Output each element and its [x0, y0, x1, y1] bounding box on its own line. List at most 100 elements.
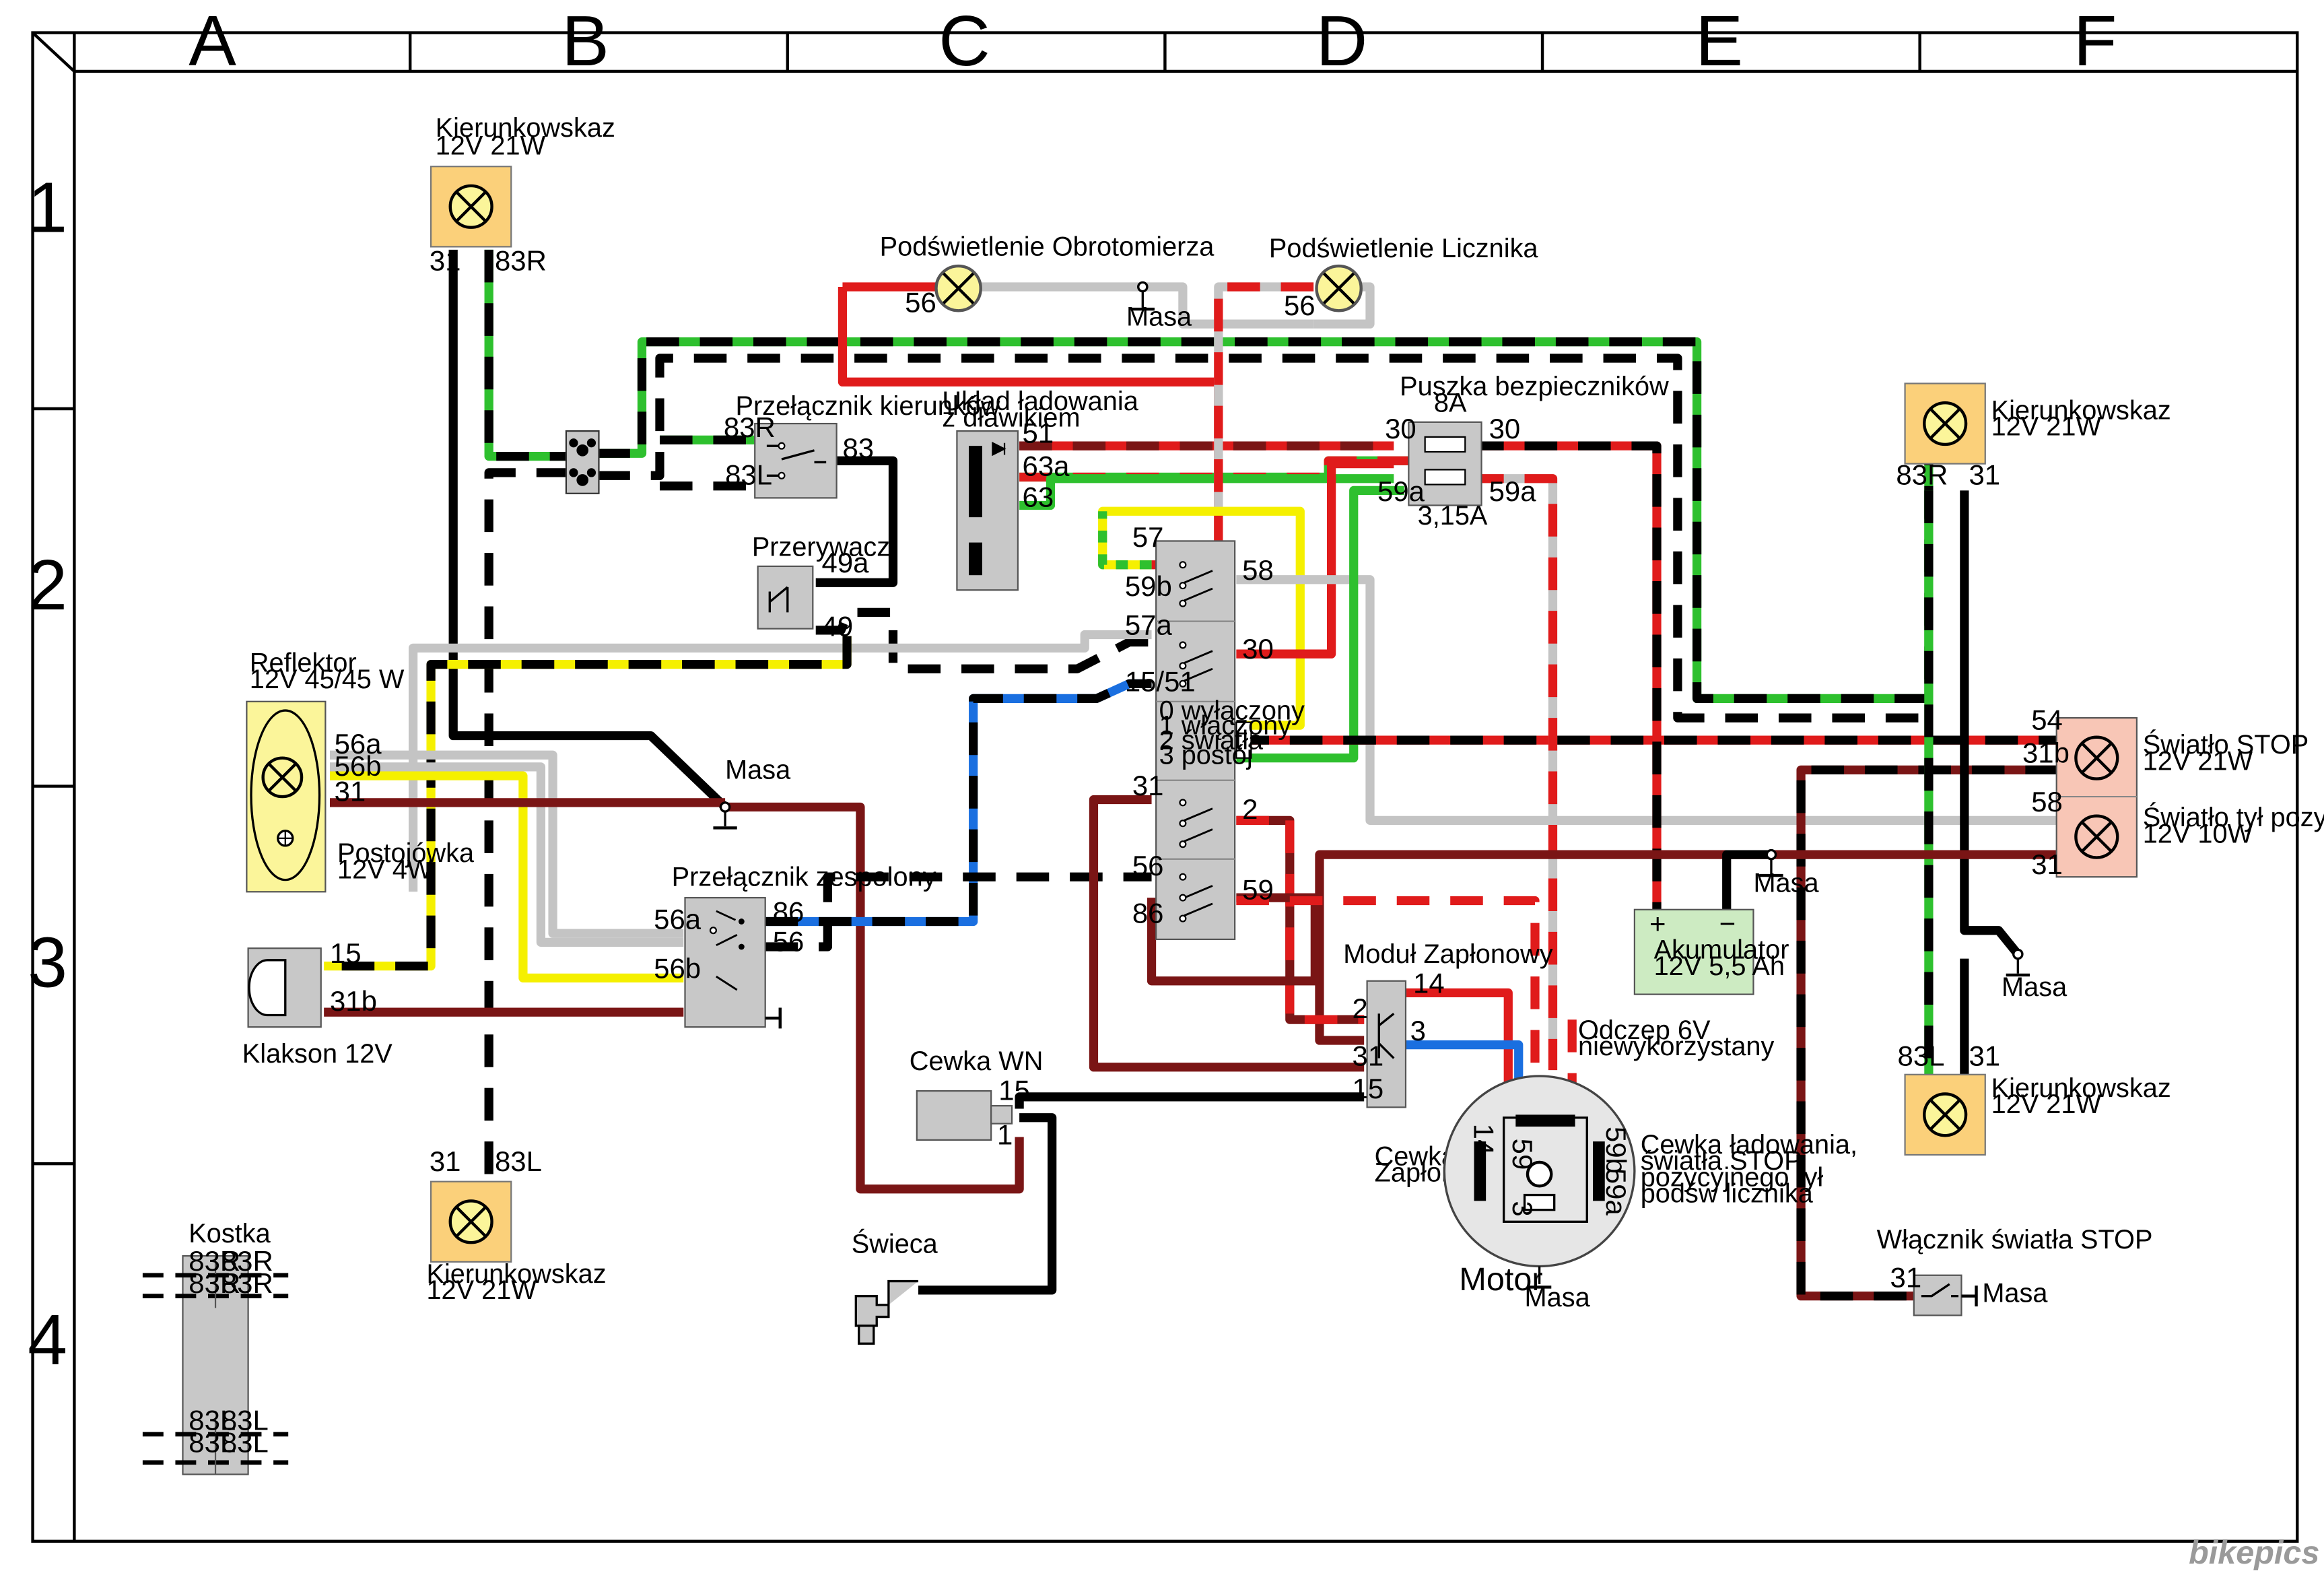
- interrupter-pin-49a: 49a: [822, 547, 870, 578]
- grid-col-e: E: [1695, 1, 1743, 81]
- motor-pin-59: 59: [1507, 1139, 1538, 1170]
- speedo-title: Podświetlenie Licznika: [1269, 234, 1539, 263]
- charge-coil-line4: podśw licznika: [1641, 1179, 1814, 1209]
- hv-coil: Cewka WN 15 1: [910, 1046, 1044, 1150]
- parking-spec: 12V 4W: [337, 855, 433, 884]
- turn-signal-front-left: 31 83L Kierunkowskaz 12V 21W: [426, 1145, 606, 1305]
- tail-spec: 12V 10W: [2143, 819, 2253, 848]
- ignition-module: Moduł Zapłonowy 14 2 3 31 15: [1343, 939, 1553, 1108]
- headlight: Reflektor 12V 45/45 W 56a 56b 31 Postojó…: [246, 648, 475, 893]
- stop-switch: Włącznik światła STOP 31 Masa: [1877, 1225, 2152, 1316]
- ground-main: Masa: [713, 756, 791, 830]
- turn-signal-rear-right: Kierunkowskaz 12V 21W 83R 31: [1896, 382, 2171, 491]
- charge-coil-line1: Cewka ładowania,: [1641, 1130, 1857, 1160]
- charging-pin-63a: 63a: [1023, 450, 1070, 481]
- tap-6v-line1: Odczep 6V: [1578, 1015, 1711, 1045]
- grid-row-2: 2: [28, 545, 67, 625]
- hv-coil-pin-15: 15: [998, 1074, 1030, 1106]
- grid-col-a: A: [189, 1, 236, 81]
- tail-pin-58: 58: [2031, 786, 2063, 817]
- charging-pin-51: 51: [1023, 417, 1054, 449]
- ign-pin-86: 86: [1132, 898, 1164, 929]
- fuse-pin-30-left: 30: [1385, 413, 1416, 444]
- kostka-83l-2: 83L: [221, 1404, 269, 1436]
- fuse-box: Puszka bezpieczników 8A 30 30 59a 59a 3,…: [1377, 372, 1669, 531]
- turn-fr-title: Kierunkowskaz: [436, 113, 615, 143]
- motor-pin-3: 3: [1507, 1201, 1538, 1216]
- grid-col-f: F: [2074, 1, 2117, 81]
- charge-coil-line3: pozycyjnego tył: [1641, 1162, 1824, 1192]
- kostka-83r-2: 83R: [221, 1245, 273, 1277]
- ign-pos-0: 0 wyłączony: [1159, 696, 1305, 725]
- tacho-pin-56: 56: [905, 287, 936, 319]
- module-title: Moduł Zapłonowy: [1343, 939, 1552, 969]
- motor-stator: 14 59 59b 59a 3 Motor Masa: [1443, 1075, 1636, 1312]
- motor-ground-label: Masa: [1525, 1283, 1591, 1312]
- tail-pin-31: 31: [2031, 848, 2063, 880]
- grid-col-b: B: [561, 1, 609, 81]
- fuse-pin-30-right: 30: [1489, 413, 1521, 444]
- combination-switch: Przełącznik zespolony 56a 56b 86 56: [654, 862, 936, 1029]
- ignition-switch: 57 58 59b 57a 30 15/51 0 wyłączony 1 włą…: [1125, 521, 1305, 941]
- grid-col-d: D: [1316, 1, 1368, 81]
- kostka-83l-1: 83L: [189, 1404, 236, 1436]
- ground-main-label: Masa: [725, 756, 791, 785]
- turn-rr-spec: 12V 21W: [1991, 412, 2102, 442]
- battery-spec: 12V 5,5 Ah: [1654, 951, 1785, 981]
- turn-switch-pin-83l: 83L: [725, 459, 772, 491]
- battery-title: Akumulator: [1654, 935, 1789, 965]
- motor-pin-59a: 59a: [1600, 1168, 1632, 1216]
- horn-pin-31b: 31b: [330, 985, 377, 1017]
- grid-row-1: 1: [28, 168, 67, 247]
- tacho-ground-label: Masa: [1126, 302, 1192, 331]
- horn-title: Klakson 12V: [242, 1039, 393, 1069]
- headlight-spec: 12V 45/45 W: [250, 665, 405, 694]
- turn-switch-title: Przełącznik kierunków: [736, 391, 1000, 421]
- kostka-83l-3: 83L: [189, 1426, 236, 1458]
- ign-pin-2: 2: [1242, 793, 1258, 825]
- charging-title-1: Układ ładowania: [942, 387, 1138, 416]
- combo-title: Przełącznik zespolony: [672, 862, 936, 892]
- headlight-title: Reflektor: [250, 648, 357, 678]
- stop-pin-31b: 31b: [2022, 737, 2070, 768]
- module-pin-31: 31: [1353, 1040, 1384, 1072]
- charge-coil-note: Cewka ładowania, światła STOP, pozycyjne…: [1641, 1130, 1857, 1209]
- turn-signal-rear-left: 83L 31 Kierunkowskaz 12V 21W: [1898, 1040, 2171, 1156]
- fuse-pin-59a-left: 59a: [1377, 475, 1425, 507]
- battery-plus: +: [1649, 908, 1666, 939]
- ign-pin-31: 31: [1132, 770, 1164, 801]
- stop-title: Światło STOP: [2143, 729, 2309, 760]
- motor-title: Motor: [1459, 1261, 1542, 1298]
- module-pin-15: 15: [1353, 1073, 1384, 1104]
- speedo-illumination: Podświetlenie Licznika 56: [1269, 234, 1539, 321]
- charge-coil-line2: światła STOP,: [1641, 1146, 1806, 1176]
- ign-pin-59: 59: [1242, 873, 1274, 905]
- stop-switch-ground: Masa: [1982, 1278, 2048, 1308]
- charging-pin-63: 63: [1023, 481, 1054, 513]
- turn-signal-front-right: Kierunkowskaz 12V 21W 31 83R: [430, 113, 615, 277]
- fuse-pin-59a-right: 59a: [1489, 475, 1537, 507]
- grid-col-c: C: [938, 1, 990, 81]
- wires: [324, 249, 2058, 1301]
- spark-plug-icon: [854, 1279, 919, 1327]
- turn-switch-pin-83: 83: [842, 432, 874, 464]
- ign-pin-58: 58: [1242, 554, 1274, 586]
- hv-coil-pin-1: 1: [997, 1119, 1013, 1151]
- charging-title-2: z dławikiem: [942, 403, 1080, 432]
- turn-fl-pin-31: 31: [430, 1145, 461, 1177]
- motor-pin-59b: 59b: [1600, 1127, 1632, 1174]
- turn-fr-pin-31: 31: [430, 245, 461, 277]
- motor-pin-14: 14: [1468, 1124, 1500, 1156]
- fuse-box-title: Puszka bezpieczników: [1400, 372, 1669, 401]
- turn-fl-spec: 12V 21W: [426, 1275, 537, 1305]
- turn-rr-pin-83r: 83R: [1896, 459, 1948, 491]
- turn-fr-pin-83r: 83R: [495, 245, 547, 277]
- spark-plug: Świeca: [852, 1228, 938, 1345]
- stop-pin-54: 54: [2031, 704, 2063, 736]
- tail-title: Światło tył pozycyjne: [2143, 801, 2324, 832]
- turn-fl-title: Kierunkowskaz: [426, 1259, 606, 1289]
- headlight-pin-56b: 56b: [335, 750, 382, 782]
- charging-unit: Układ ładowania z dławikiem 51 63a 63: [942, 387, 1139, 591]
- junction-connector: [565, 430, 600, 494]
